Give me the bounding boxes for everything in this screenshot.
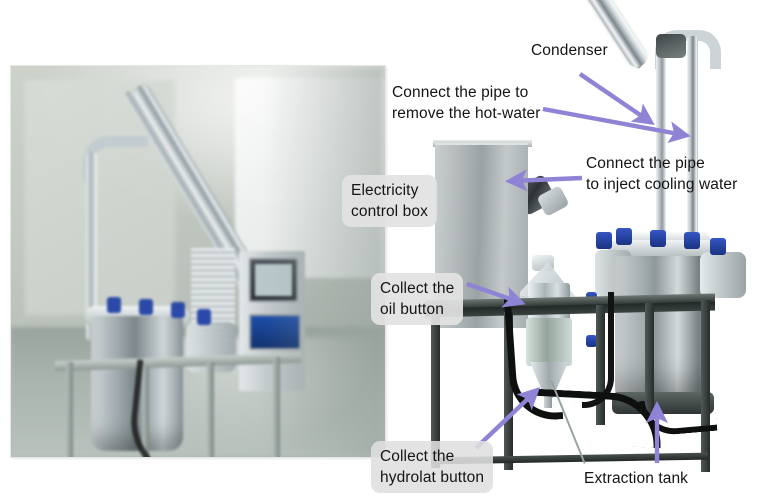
left-equipment-photo: [11, 66, 385, 457]
diagram-condenser-top-joint: [656, 34, 686, 58]
photo-hose: [125, 359, 273, 457]
diagram-valve: [684, 232, 700, 249]
label-collect-the-hydrolat-button: Collect the hydrolat button: [371, 441, 494, 493]
photo-blur-gradient: [265, 66, 385, 457]
diagram-bench-leg: [596, 305, 605, 425]
photo-valve: [197, 309, 211, 325]
right-equipment-diagram: [400, 0, 762, 499]
label-extraction-tank: Extraction tank: [584, 470, 689, 487]
label-collect-the-oil-button: Collect the oil button: [371, 273, 464, 325]
label-connect-pipe-remove-hot-water: Connect the pipe to remove the hot-water: [392, 84, 541, 122]
diagram-small-valve: [586, 335, 597, 347]
photo-bench-leg: [66, 362, 73, 457]
photo-valve: [107, 297, 121, 313]
diagram-vertical-pipe-right: [687, 36, 698, 298]
photo-valve: [139, 299, 153, 315]
diagram-hydrolat-jar: [526, 318, 572, 366]
diagram-vertical-pipe-left: [656, 46, 666, 302]
photo-valve: [171, 302, 185, 318]
label-condenser: Condenser: [531, 42, 608, 59]
diagram-bench-leg: [431, 308, 440, 468]
diagram-valve: [596, 232, 612, 249]
diagram-valve: [710, 238, 726, 255]
diagram-valve: [616, 228, 632, 245]
diagram-valve: [650, 230, 666, 247]
diagram-bench-leg: [701, 300, 710, 472]
diagram-secondary-vessel: [700, 252, 746, 298]
diagram-bench-leg: [645, 303, 654, 415]
label-connect-pipe-inject-cooling-water: Connect the pipe to inject cooling water: [586, 155, 738, 193]
label-electricity-control-box: Electricity control box: [342, 175, 437, 227]
diagram-hydrolat-outlet: [544, 394, 552, 408]
diagram-extraction-tank: [615, 256, 710, 404]
